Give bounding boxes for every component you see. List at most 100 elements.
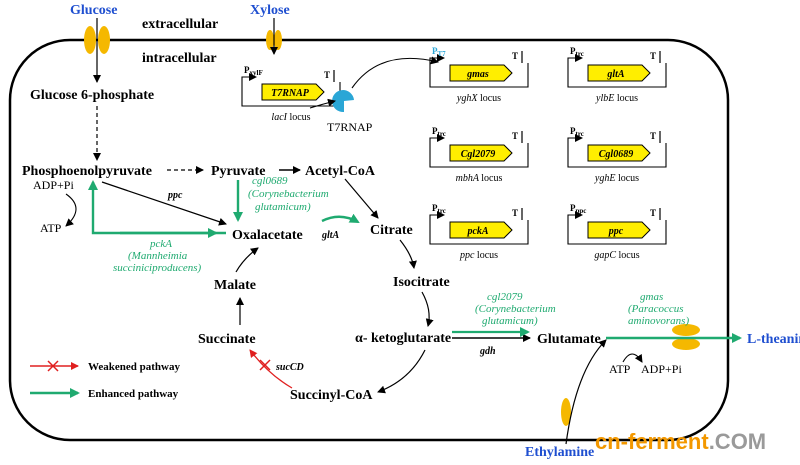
t7rnap-expression-arrow [309, 98, 336, 109]
glucose-label: Glucose [70, 3, 117, 18]
promoter-label: Ptrc [432, 203, 446, 215]
ppc-arrow [101, 181, 227, 226]
sucCD-enzyme-label: sucCD [275, 362, 304, 373]
ppc-enzyme-label: ppc [167, 190, 183, 201]
cgl0689-source-2: glutamicum) [255, 201, 311, 213]
t7rnap-activation-arrow [351, 56, 439, 89]
intracellular-label: intracellular [142, 51, 217, 66]
promoter-arrow [429, 211, 445, 220]
cgl2079-source-1: (Corynebacterium [475, 303, 556, 315]
watermark: cn-ferment.COM [595, 429, 766, 454]
acetylcoa-label: Acetyl-CoA [305, 164, 376, 179]
plasmid-backbone [567, 63, 667, 88]
promoter-label: Ptrc [570, 46, 584, 58]
plasmid-backbone [429, 63, 529, 88]
malate-to-oxalacetate-arrow [235, 247, 259, 273]
pckA-enhanced-arrow-up [88, 180, 226, 235]
gene-block [587, 221, 651, 239]
ethylamine-uptake-arrow [565, 339, 607, 445]
akg-to-succinylcoa-arrow [377, 349, 426, 394]
citrate-to-isocitrate-arrow [399, 239, 417, 269]
malate-label: Malate [214, 278, 256, 293]
pckA-gene-label: pckA [149, 238, 172, 250]
promoter-arrow [567, 134, 583, 143]
gene-label: T7RNAP [271, 88, 310, 99]
glucose6p-label: Glucose 6-phosphate [30, 88, 154, 103]
ethylamine-label: Ethylamine [525, 445, 594, 460]
adppi-left-label: ADP+Pi [33, 178, 74, 192]
locus-label: ppc locus [459, 250, 498, 261]
gdh-enzyme-label: gdh [479, 346, 496, 357]
promoter-label: PxylF [244, 65, 263, 77]
locus-label: ylbE locus [595, 93, 638, 104]
gene-block [261, 83, 325, 101]
plasmid-backbone [429, 220, 529, 245]
legend-enhanced-label: Enhanced pathway [88, 388, 179, 400]
gmas-gene-label: gmas [640, 291, 663, 303]
citrate-label: Citrate [370, 223, 413, 238]
sucCD-weakened-arrow [249, 349, 293, 389]
cgl0689-source-1: (Corynebacterium [248, 188, 329, 200]
promoter-arrow [429, 54, 445, 63]
xylose-transporter [266, 30, 282, 50]
watermark-part2: .COM [709, 429, 766, 454]
gene-block [587, 144, 651, 162]
isocitrate-label: Isocitrate [393, 275, 450, 290]
watermark-part1: cn-ferment [595, 429, 709, 454]
gene-label: gmas [466, 69, 489, 80]
gene-block [449, 144, 513, 162]
succinylcoa-label: Succinyl-CoA [290, 388, 373, 403]
succinate-label: Succinate [198, 332, 256, 347]
promoter-arrow [567, 54, 583, 63]
promoter-arrow [241, 73, 257, 82]
gene-label: gltA [606, 69, 625, 80]
akg-label: α- ketoglutarate [355, 331, 451, 346]
promoter-arrow [567, 211, 583, 220]
atp-left-label: ATP [40, 221, 62, 235]
atp-cofactor-arrow [65, 193, 77, 227]
gene-label: pckA [466, 226, 488, 237]
gmas-source-1: (Paracoccus [628, 303, 684, 315]
glucose-transporter [84, 26, 110, 54]
theanine-exporter [672, 324, 700, 350]
terminator-label: T [650, 131, 656, 141]
t7rnap-protein-icon [332, 90, 354, 113]
promoter-label: PT7 [432, 46, 446, 58]
terminator-label: T [650, 208, 656, 218]
xylose-label: Xylose [250, 3, 290, 18]
gene-label: Cgl0689 [599, 149, 633, 160]
gltA-enzyme-label: gltA [321, 230, 340, 241]
locus-label: gapC locus [594, 250, 639, 261]
promoter-label: Ptrc [570, 126, 584, 138]
locus-label: yghX locus [456, 93, 501, 104]
plasmid-backbone [429, 143, 529, 168]
legend-weakened-label: Weakened pathway [88, 361, 180, 373]
atp-right-arrow [622, 353, 643, 363]
terminator-label: T [512, 208, 518, 218]
terminator-label: T [512, 51, 518, 61]
terminator-label: T [324, 70, 330, 80]
cell-membrane [8, 38, 730, 442]
terminator-label: T [650, 51, 656, 61]
ltheanine-label: L-theanine [747, 332, 800, 347]
acetylcoa-to-citrate-arrow [344, 178, 379, 219]
atp-right-label: ATP [609, 362, 631, 376]
legend-weakened [30, 360, 79, 372]
promoter-label: Ptrc [432, 126, 446, 138]
pep-label: Phosphoenolpyruvate [22, 164, 152, 179]
plasmid-backbone [567, 143, 667, 168]
adppi-right-label: ADP+Pi [641, 362, 682, 376]
cgl2079-source-2: glutamicum) [482, 315, 538, 327]
extracellular-label: extracellular [142, 17, 218, 32]
promoter-label: Pppc [570, 203, 586, 215]
cgl0689-gene-label: cgl0689 [252, 175, 288, 187]
